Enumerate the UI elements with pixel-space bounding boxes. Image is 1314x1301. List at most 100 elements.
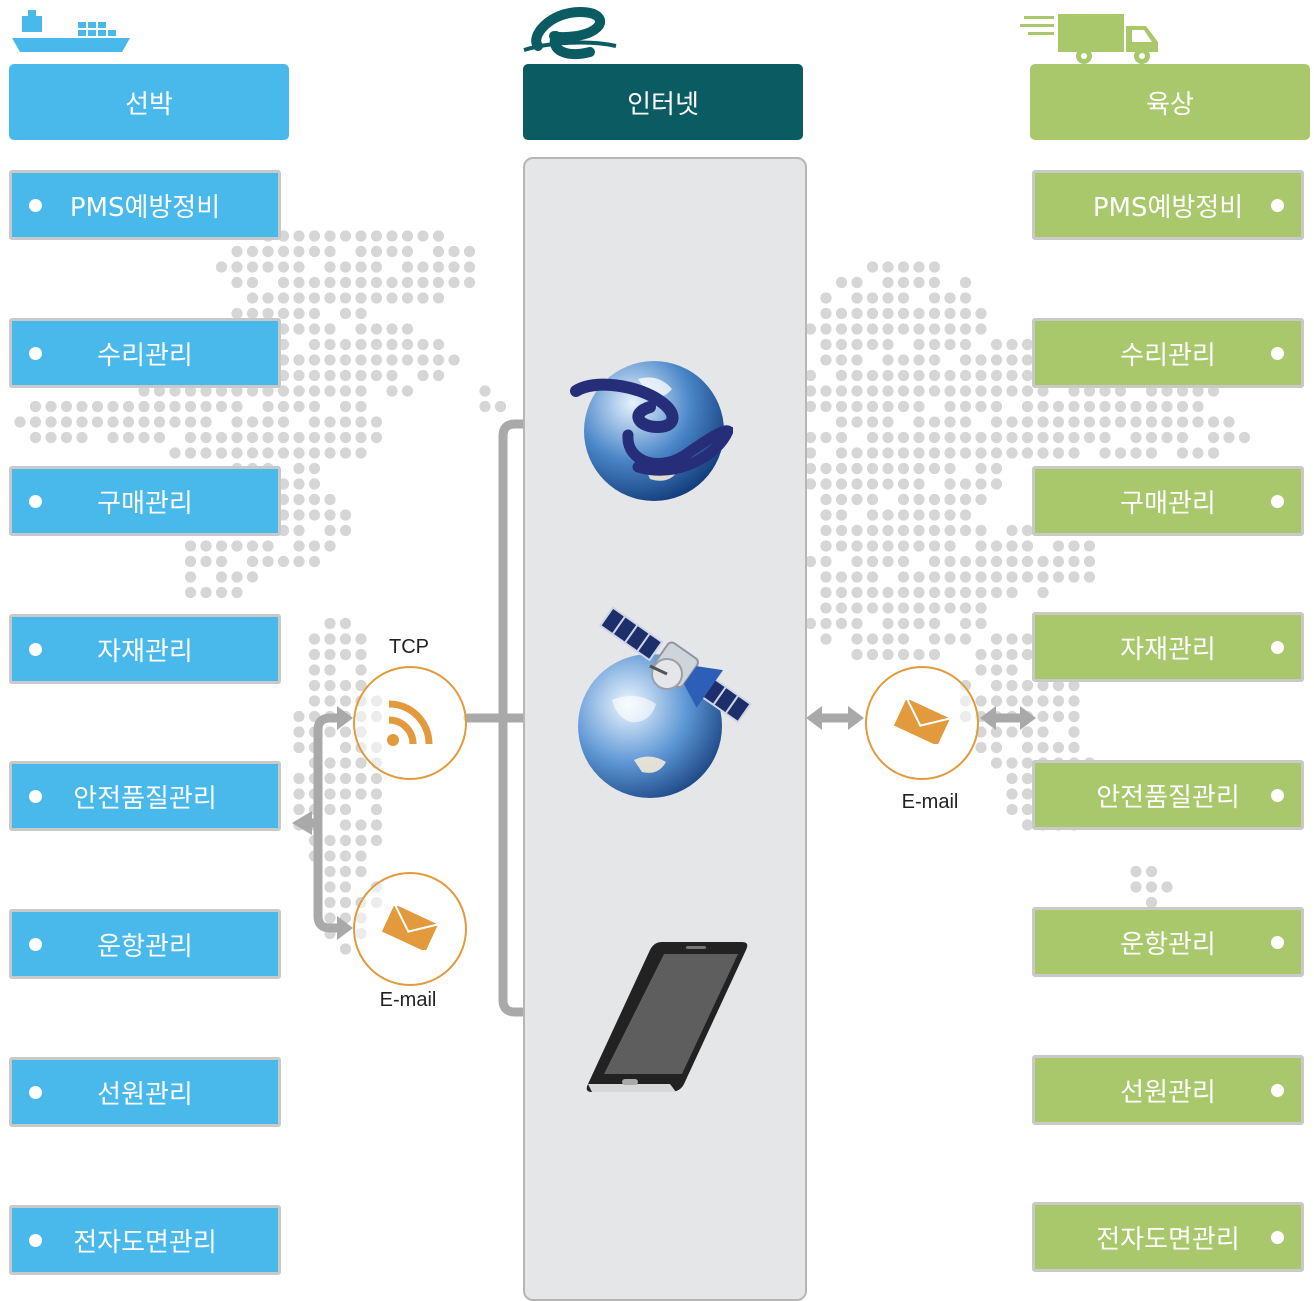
map-dot <box>324 788 336 800</box>
land-item[interactable]: 선원관리 <box>1032 1055 1304 1125</box>
map-dot <box>1114 447 1127 459</box>
ship-item[interactable]: 자재관리 <box>9 614 281 684</box>
map-dot <box>1021 447 1034 459</box>
item-label: 구매관리 <box>1120 488 1216 519</box>
map-dot <box>820 571 832 583</box>
map-dot <box>246 447 259 459</box>
map-dot <box>91 400 104 413</box>
map-dot <box>835 338 848 351</box>
land-item[interactable]: PMS예방정비 <box>1032 170 1304 240</box>
item-label: 전자도면관리 <box>73 1227 217 1258</box>
map-dot <box>1021 571 1034 583</box>
ship-item[interactable]: 선원관리 <box>9 1057 281 1127</box>
truck-icon <box>1020 14 1158 64</box>
map-dot <box>882 648 894 661</box>
map-dot <box>324 230 336 242</box>
ship-item[interactable]: 전자도면관리 <box>9 1205 281 1275</box>
map-dot <box>820 292 832 304</box>
map-dot <box>882 276 894 289</box>
ship-item[interactable]: 수리관리 <box>9 318 281 388</box>
map-dot <box>913 431 925 444</box>
bullet-dot-icon <box>1271 1084 1284 1097</box>
map-dot <box>76 431 88 444</box>
land-item[interactable]: 구매관리 <box>1032 466 1304 536</box>
map-dot <box>882 540 894 552</box>
map-dot <box>138 400 150 413</box>
map-dot <box>293 245 305 258</box>
map-dot <box>339 230 352 242</box>
tcp-circle <box>353 666 467 780</box>
map-dot <box>308 245 321 258</box>
map-dot <box>231 261 243 273</box>
map-dot <box>184 555 197 568</box>
bullet-dot-icon <box>1271 199 1284 212</box>
map-dot <box>293 726 305 738</box>
map-dot <box>200 416 212 428</box>
map-dot <box>804 323 817 335</box>
map-dot <box>246 245 259 258</box>
map-dot <box>975 478 987 490</box>
map-dot <box>851 602 863 614</box>
map-dot <box>944 586 956 599</box>
map-dot <box>355 431 367 444</box>
map-dot <box>882 307 894 320</box>
map-dot <box>324 416 336 428</box>
map-dot <box>153 431 166 444</box>
map-dot <box>277 261 290 273</box>
land-item[interactable]: 운항관리 <box>1032 907 1304 977</box>
map-dot <box>107 431 119 444</box>
map-dot <box>944 338 956 351</box>
map-dot <box>975 617 987 630</box>
map-dot <box>1006 447 1018 459</box>
map-dot <box>944 524 956 537</box>
map-dot <box>944 462 956 475</box>
land-item[interactable]: 자재관리 <box>1032 612 1304 682</box>
ship-item[interactable]: 안전품질관리 <box>9 761 281 831</box>
map-dot <box>959 602 972 614</box>
map-dot <box>277 416 290 428</box>
map-dot <box>215 261 228 273</box>
map-dot <box>1021 354 1034 366</box>
map-dot <box>804 555 817 568</box>
item-label: 전자도면관리 <box>1096 1224 1240 1255</box>
map-dot <box>1176 416 1189 428</box>
arrow-head <box>292 811 312 835</box>
map-dot <box>835 416 848 428</box>
ship-item[interactable]: 구매관리 <box>9 466 281 536</box>
map-dot <box>308 292 321 304</box>
map-dot <box>293 369 305 382</box>
map-dot <box>1068 431 1080 444</box>
map-dot <box>122 431 135 444</box>
map-dot <box>200 586 212 599</box>
map-dot <box>866 524 879 537</box>
map-dot <box>324 648 336 661</box>
map-dot <box>959 416 972 428</box>
map-dot <box>293 540 305 552</box>
map-dot <box>990 369 1003 382</box>
land-item[interactable]: 안전품질관리 <box>1032 760 1304 830</box>
map-dot <box>339 819 352 831</box>
map-dot <box>804 478 817 490</box>
map-dot <box>246 431 259 444</box>
ship-item[interactable]: 운항관리 <box>9 909 281 979</box>
map-dot <box>1006 369 1018 382</box>
map-dot <box>293 230 305 242</box>
map-dot <box>308 323 321 335</box>
map-dot <box>820 617 832 630</box>
map-dot <box>1006 524 1018 537</box>
ship-item[interactable]: PMS예방정비 <box>9 170 281 240</box>
map-dot <box>913 416 925 428</box>
map-dot <box>882 586 894 599</box>
map-dot <box>308 416 321 428</box>
map-dot <box>370 354 383 366</box>
map-dot <box>866 323 879 335</box>
map-dot <box>215 447 228 459</box>
land-item[interactable]: 수리관리 <box>1032 318 1304 388</box>
map-dot <box>370 431 383 444</box>
map-dot <box>324 292 336 304</box>
map-dot <box>882 524 894 537</box>
map-dot <box>308 276 321 289</box>
land-item[interactable]: 전자도면관리 <box>1032 1202 1304 1272</box>
map-dot <box>1006 586 1018 599</box>
bullet-dot-icon <box>29 1234 42 1247</box>
